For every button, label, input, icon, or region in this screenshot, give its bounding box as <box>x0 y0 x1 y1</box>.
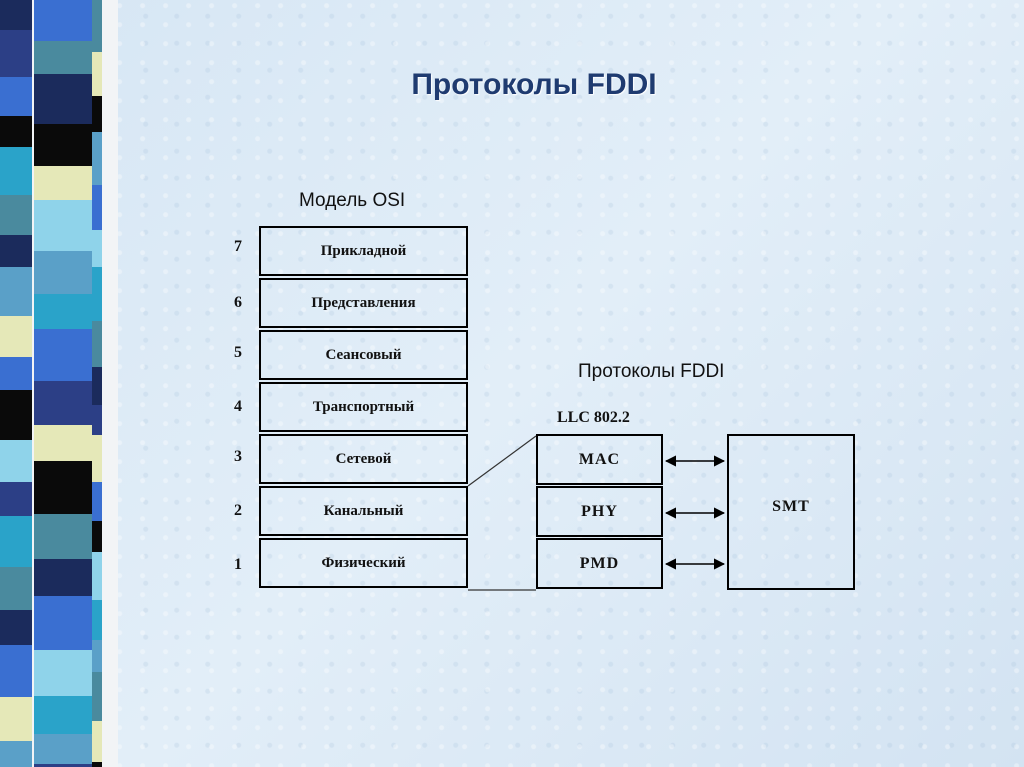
strip-block <box>34 425 92 461</box>
strip-block <box>92 267 102 321</box>
osi-layer-7: Прикладной <box>259 226 468 276</box>
osi-layer-4: Транспортный <box>259 382 468 432</box>
strip-block <box>0 0 32 30</box>
strip-block <box>0 116 32 147</box>
strip-block <box>34 764 92 767</box>
strip-block <box>34 696 92 734</box>
llc-label: LLC 802.2 <box>557 409 630 426</box>
strip-block <box>34 124 92 166</box>
strip-block <box>92 435 102 482</box>
strip-block <box>0 390 32 440</box>
mac-sublayer: MAC <box>536 434 663 485</box>
strip-block <box>0 482 32 516</box>
strip-block <box>92 96 102 132</box>
strip-block <box>34 461 92 514</box>
osi-layer-5: Сеансовый <box>259 330 468 380</box>
strip-block <box>34 294 92 329</box>
osi-layer-number-5: 5 <box>234 344 242 361</box>
strip-block <box>34 74 92 124</box>
strip-block <box>92 405 102 435</box>
osi-layer-number-4: 4 <box>234 398 242 415</box>
strip-block <box>92 600 102 640</box>
strip-block <box>0 697 32 741</box>
osi-layer-number-2: 2 <box>234 502 242 519</box>
osi-heading: Модель OSI <box>299 190 406 211</box>
strip-block <box>0 267 32 316</box>
strip-block <box>0 610 32 645</box>
strip-block <box>34 166 92 200</box>
phy-sublayer: PHY <box>536 486 663 537</box>
strip-block <box>92 721 102 762</box>
osi-layer-number-3: 3 <box>234 448 242 465</box>
strip-block <box>92 672 102 721</box>
strip-block <box>92 321 102 367</box>
strip-block <box>34 251 92 294</box>
osi-layer-6: Представления <box>259 278 468 328</box>
strip-block <box>92 367 102 405</box>
strip-block <box>0 645 32 697</box>
strip-block <box>0 195 32 235</box>
strip-block <box>92 185 102 230</box>
strip-block <box>0 567 32 610</box>
smt-block: SMT <box>727 434 855 590</box>
strip-block <box>0 30 32 77</box>
strip-block <box>0 235 32 267</box>
strip-block <box>34 381 92 425</box>
strip-block <box>34 0 92 41</box>
strip-block <box>92 482 102 521</box>
strip-block <box>0 147 32 195</box>
strip-block <box>92 640 102 672</box>
osi-layer-number-7: 7 <box>234 238 242 255</box>
fddi-heading: Протоколы FDDI <box>578 361 725 382</box>
strip-block <box>92 0 102 52</box>
strip-block <box>34 734 92 764</box>
strip-block <box>0 516 32 567</box>
strip-block <box>92 762 102 767</box>
osi-layer-3: Сетевой <box>259 434 468 484</box>
strip-block <box>0 440 32 482</box>
strip-block <box>34 41 92 74</box>
decorative-strip <box>0 0 118 767</box>
osi-layer-1: Физический <box>259 538 468 588</box>
strip-block <box>0 77 32 116</box>
strip-block <box>92 521 102 552</box>
osi-to-fddi-upper-line <box>467 435 537 487</box>
osi-layer-number-6: 6 <box>234 294 242 311</box>
strip-block <box>34 596 92 650</box>
strip-block <box>92 230 102 267</box>
strip-block <box>92 132 102 185</box>
slide-title: Протоколы FDDI <box>411 68 657 101</box>
osi-layer-number-1: 1 <box>234 556 242 573</box>
pmd-sublayer: PMD <box>536 538 663 589</box>
strip-block <box>0 741 32 767</box>
strip-block <box>34 200 92 251</box>
strip-block <box>0 316 32 357</box>
strip-block <box>34 559 92 596</box>
strip-block <box>34 650 92 696</box>
osi-layer-2: Канальный <box>259 486 468 536</box>
strip-block <box>92 552 102 600</box>
strip-block <box>34 329 92 381</box>
strip-block <box>0 357 32 390</box>
strip-block <box>34 514 92 559</box>
strip-block <box>92 52 102 96</box>
